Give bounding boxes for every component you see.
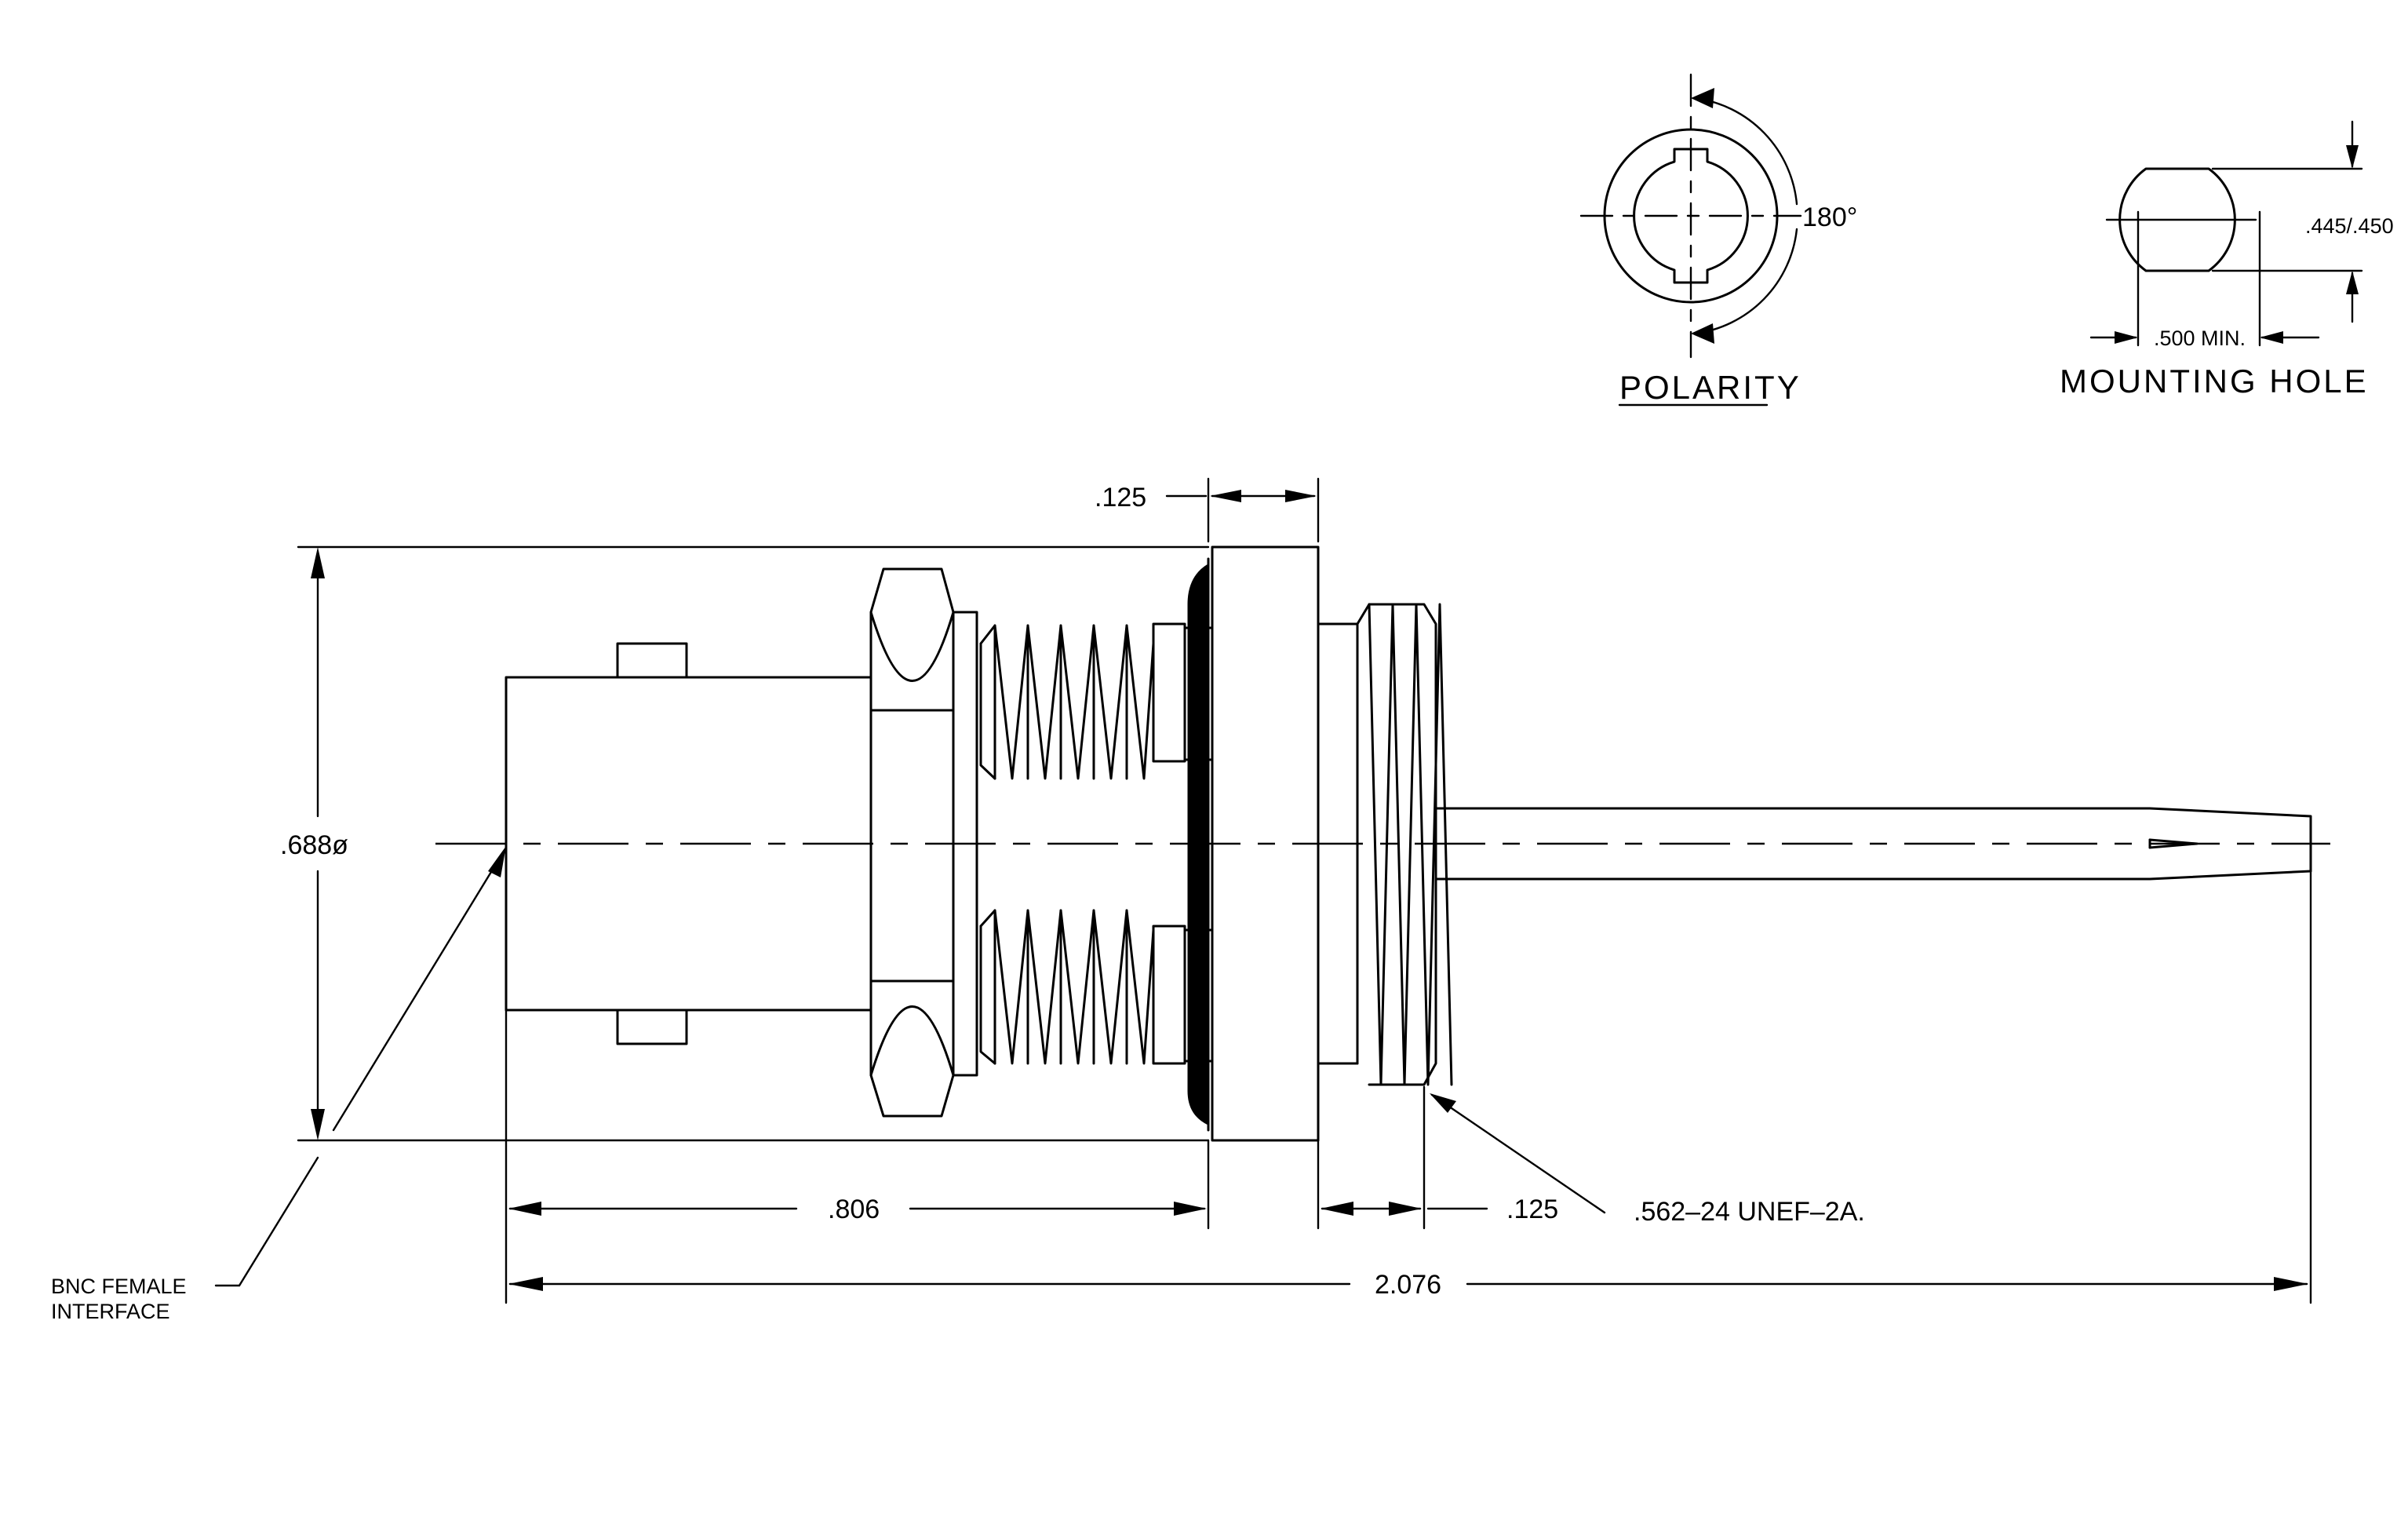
bayonet-stud-bottom [616,1009,688,1045]
polarity-view: 180° POLARITY [1579,73,1857,407]
interface-label-line1: BNC FEMALE [51,1275,187,1298]
front-thread-lower [979,909,1186,1065]
dim-front: .806 [828,1195,880,1224]
dim-overall: 2.076 [1375,1270,1441,1300]
mounting-flat-dim: .445/.450 [2305,214,2394,238]
dim-rear: .125 [1506,1195,1558,1224]
dim-flange: .125 [1095,483,1146,512]
polarity-title: POLARITY [1619,369,1801,406]
dim-thread: .562–24 UNEF–2A. [1634,1197,1865,1227]
bayonet-stud-top [616,642,688,679]
hex-nut [869,567,955,1118]
dimensions: .688ø .125 .806 .125 .562–24 UNEF–2A. [51,477,2312,1323]
dim-diameter: .688ø [280,830,348,860]
interface-label-line2: INTERFACE [51,1300,170,1323]
connector-side-view [435,545,2330,1142]
front-thread-upper [979,622,1186,780]
mounting-hole-view: .445/.450 .500 MIN. MOUNTING HOLE [2060,120,2394,399]
mounting-title: MOUNTING HOLE [2060,363,2369,399]
mounting-min-dim: .500 MIN. [2154,326,2246,350]
polarity-angle-label: 180° [1802,202,1857,232]
